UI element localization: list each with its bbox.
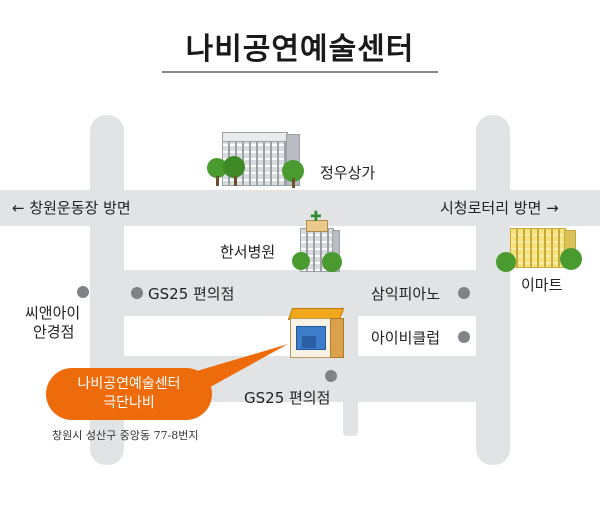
map-dot-icon: [77, 286, 89, 298]
label-jeongwoo: 정우상가: [320, 164, 376, 182]
title-divider: [162, 71, 438, 73]
cross-icon: ✚: [310, 209, 322, 225]
label-hanseo: 한서병원: [220, 243, 276, 261]
block: [358, 316, 476, 356]
label-gs25-bottom: GS25 편의점: [244, 389, 331, 407]
map-dot-icon: [458, 287, 470, 299]
label-ssi-line1: 씨앤아이: [25, 304, 81, 322]
label-ssi-line2: 안경점: [33, 323, 75, 341]
tree-icon: [322, 252, 348, 274]
label-gs25-top: GS25 편의점: [148, 285, 235, 303]
page-title: 나비공연예술센터: [185, 32, 415, 67]
tree-icon: [560, 248, 586, 274]
road-main-horizontal: [0, 190, 600, 226]
tree-icon: [207, 156, 253, 186]
tree-icon: [282, 160, 316, 188]
callout-line2: 극단나비: [103, 395, 155, 411]
map-dot-icon: [325, 370, 337, 382]
map-dot-icon: [131, 287, 143, 299]
address-text: 창원시 성산구 중앙동 77-8번지: [52, 429, 199, 442]
building-icon: [286, 306, 346, 358]
label-ivy: 아이비클럽: [371, 329, 441, 347]
callout-target: 나비공연예술센터 극단나비: [46, 368, 212, 420]
callout-line1: 나비공연예술센터: [77, 376, 181, 392]
direction-right: 시청로터리 방면 →: [440, 199, 559, 217]
direction-left: ← 창원운동장 방면: [12, 199, 131, 217]
road-vertical-middle: [343, 270, 358, 436]
map-dot-icon: [458, 331, 470, 343]
tree-icon: [496, 252, 522, 274]
tree-icon: [292, 252, 314, 274]
label-emart: 이마트: [521, 276, 563, 294]
label-samik: 삼익피아노: [371, 285, 441, 303]
